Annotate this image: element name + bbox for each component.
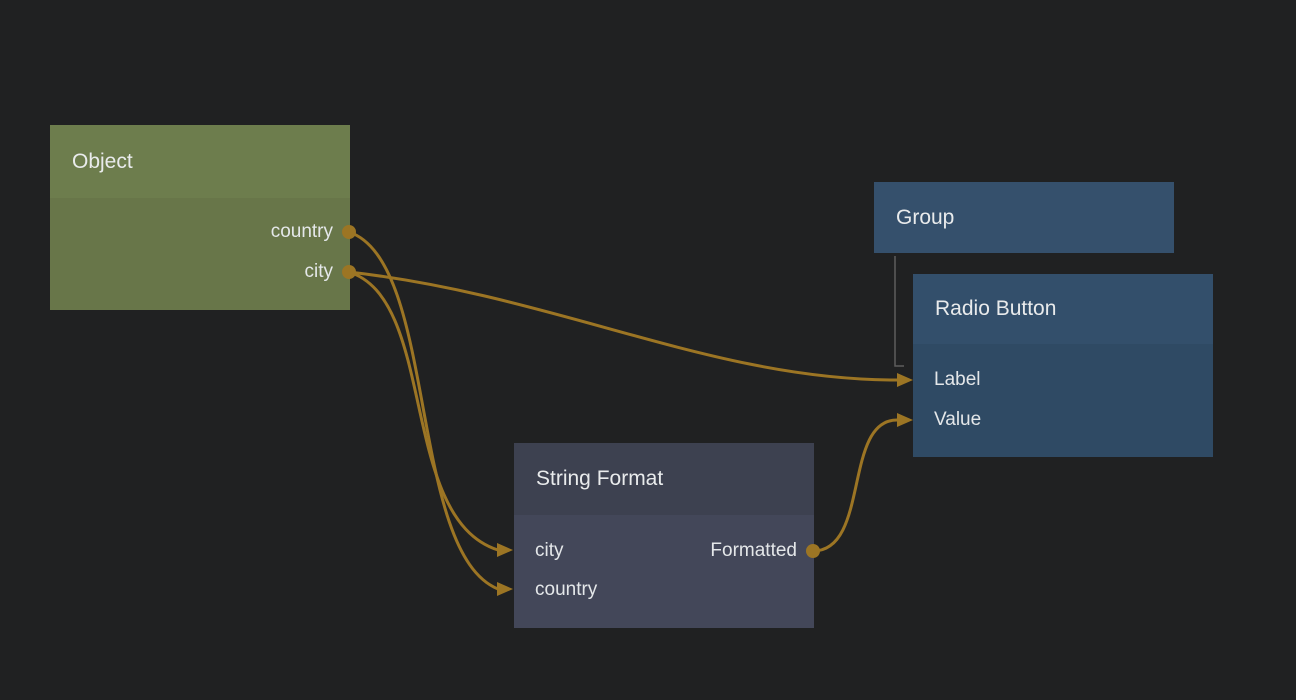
port-string-format-formatted[interactable]: Formatted xyxy=(710,540,797,562)
node-string-format-header[interactable]: String Format xyxy=(514,443,814,515)
hierarchy-line-group-radio-button xyxy=(894,256,904,367)
output-dot-object-country[interactable] xyxy=(342,225,356,239)
node-string-format[interactable]: String Format city country Formatted xyxy=(514,443,814,628)
port-radio-button-value[interactable]: Value xyxy=(934,409,981,431)
port-label: Label xyxy=(934,369,981,390)
port-object-country[interactable]: country xyxy=(271,221,333,243)
node-group-header[interactable]: Group xyxy=(874,182,1174,253)
wire-string-format-formatted-to-radio-button-value[interactable] xyxy=(812,418,898,553)
node-title: Object xyxy=(72,149,133,173)
input-arrow-radio-button-value[interactable] xyxy=(897,413,913,427)
port-label: city xyxy=(535,540,564,561)
port-radio-button-label[interactable]: Label xyxy=(934,369,981,391)
wire-object-city-to-radio-button-label[interactable] xyxy=(348,270,898,382)
node-group[interactable]: Group xyxy=(874,182,1174,253)
port-label: Value xyxy=(934,409,982,430)
input-arrow-radio-button-label[interactable] xyxy=(897,373,913,387)
node-radio-button-header[interactable]: Radio Button xyxy=(913,274,1213,344)
node-object-header[interactable]: Object xyxy=(50,125,350,198)
port-string-format-country[interactable]: country xyxy=(535,579,597,601)
input-arrow-string-format-country[interactable] xyxy=(497,582,513,596)
port-object-city[interactable]: city xyxy=(305,261,334,283)
port-string-format-city[interactable]: city xyxy=(535,540,564,562)
port-label: country xyxy=(270,221,333,242)
port-label: city xyxy=(304,261,334,282)
output-dot-string-format-formatted[interactable] xyxy=(806,544,820,558)
wire-object-city-to-string-format-city[interactable] xyxy=(348,270,499,552)
node-title: Radio Button xyxy=(935,297,1057,320)
node-radio-button[interactable]: Radio Button Label Value xyxy=(913,274,1213,457)
wire-object-country-to-string-format-country[interactable] xyxy=(348,230,499,591)
port-label: Formatted xyxy=(710,540,797,561)
port-label: country xyxy=(535,579,598,600)
output-dot-object-city[interactable] xyxy=(342,265,356,279)
node-title: String Format xyxy=(536,467,664,490)
node-title: Group xyxy=(896,205,955,229)
node-object[interactable]: Object country city xyxy=(50,125,350,310)
input-arrow-string-format-city[interactable] xyxy=(497,543,513,557)
